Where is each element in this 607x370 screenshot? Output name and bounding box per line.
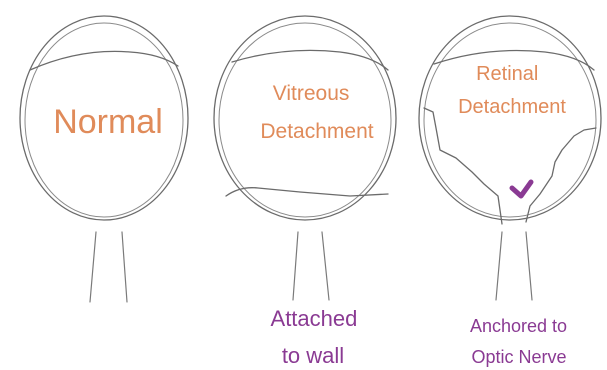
eye-vitreous (214, 16, 396, 220)
title-retinal-line-1: Retinal (476, 63, 538, 85)
title-vitreous-line-1: Vitreous (273, 82, 350, 105)
note-vitreous-line-2: to wall (282, 343, 344, 368)
title-normal-line-1: Normal (53, 103, 163, 141)
title-vitreous: Vitreous Detachment (260, 82, 373, 143)
retina-top-edge (232, 50, 388, 70)
detached-retina-left-edge (424, 108, 502, 224)
title-retinal-line-2: Detachment (458, 96, 566, 118)
panel-retinal: Retinal Detachment Anchored to Optic Ner… (419, 16, 601, 367)
optic-nerve-anchor-mark (512, 182, 531, 196)
panel-vitreous: Vitreous Detachment Attached to wall (214, 16, 396, 368)
eye-retinal (419, 16, 601, 224)
stem-vitreous (293, 232, 329, 300)
stem-right-line (526, 232, 532, 300)
stem-left-line (496, 232, 502, 300)
title-vitreous-line-2: Detachment (260, 120, 373, 143)
stem-right-line (122, 232, 127, 302)
stem-left-line (293, 232, 298, 300)
note-retinal-line-1: Anchored to (470, 316, 567, 336)
panel-normal: Normal (20, 16, 188, 302)
stem-retinal (496, 232, 532, 300)
stem-left-line (90, 232, 96, 302)
note-retinal: Anchored to Optic Nerve (470, 316, 572, 367)
title-retinal: Retinal Detachment (458, 63, 566, 118)
note-vitreous-line-1: Attached (271, 306, 358, 331)
stem-right-line (322, 232, 329, 300)
title-normal: Normal (53, 103, 163, 141)
stem-normal (90, 232, 127, 302)
note-vitreous: Attached to wall (271, 306, 364, 368)
retina-top-edge (30, 51, 178, 70)
note-retinal-line-2: Optic Nerve (471, 347, 566, 367)
